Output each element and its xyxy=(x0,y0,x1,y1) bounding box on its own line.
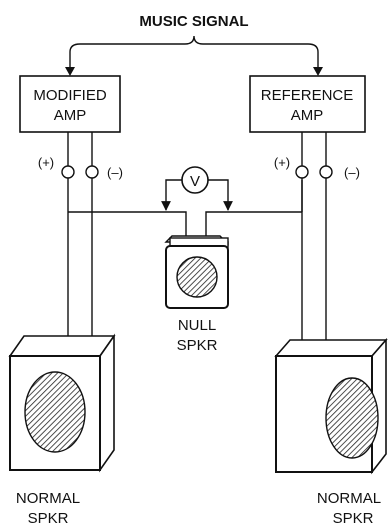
reference-amp-box xyxy=(249,75,366,133)
left-plus-terminal xyxy=(61,165,75,179)
null-speaker xyxy=(164,235,229,309)
left-plus-label: (+) xyxy=(38,155,54,170)
reference-amp-label-line1: REFERENCE xyxy=(261,87,354,104)
music-signal-label: MUSIC SIGNAL xyxy=(139,13,248,30)
left-speaker-label-line2: SPKR xyxy=(28,510,69,527)
right-feed-to-null-speaker xyxy=(205,211,302,236)
voltmeter-lead-right xyxy=(208,179,233,211)
modified-amp-label-line2: AMP xyxy=(54,107,87,124)
modified-amp-label-line1: MODIFIED xyxy=(33,87,106,104)
left-speaker-label-line1: NORMAL xyxy=(16,490,80,507)
null-speaker-label-line1: NULL xyxy=(178,317,216,334)
voltmeter-label: V xyxy=(190,173,200,190)
left-minus-terminal xyxy=(85,165,99,179)
right-plus-label: (+) xyxy=(274,155,290,170)
left-normal-speaker xyxy=(8,333,116,473)
modified-amp-box xyxy=(19,75,121,133)
right-minus-terminal xyxy=(319,165,333,179)
arrow-to-modified-amp xyxy=(65,67,75,76)
right-minus-label: (–) xyxy=(344,165,360,180)
reference-amp-label-line2: AMP xyxy=(291,107,324,124)
voltmeter-lead-left xyxy=(161,179,182,211)
right-normal-speaker xyxy=(274,337,388,475)
right-speaker-label-line1: NORMAL xyxy=(317,490,381,507)
music-signal-arrows xyxy=(69,35,319,72)
right-speaker-label-line2: SPKR xyxy=(333,510,374,527)
left-feed-to-null-speaker xyxy=(68,211,187,236)
arrow-to-reference-amp xyxy=(313,67,323,76)
right-plus-terminal xyxy=(295,165,309,179)
null-speaker-label-line2: SPKR xyxy=(177,337,218,354)
left-minus-label: (–) xyxy=(107,165,123,180)
